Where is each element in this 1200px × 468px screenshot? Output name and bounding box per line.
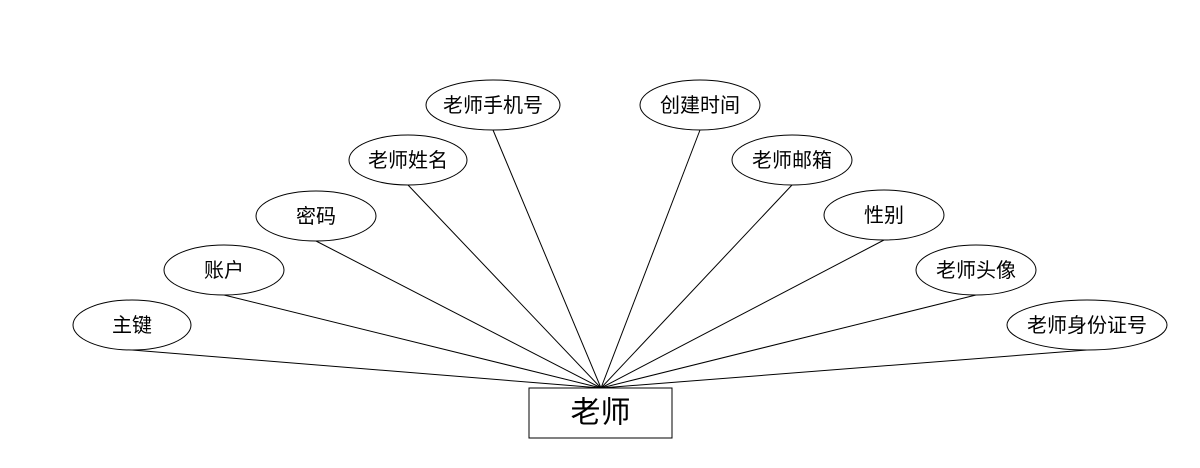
attribute-ellipse: [348, 134, 468, 186]
attribute-node: 账户: [163, 244, 285, 296]
entity-label: 老师: [571, 396, 631, 431]
attribute-label: 老师头像: [936, 258, 1016, 282]
connector-line: [600, 294, 977, 389]
connector-line: [492, 129, 602, 389]
connector-line: [131, 349, 602, 389]
attribute-node: 老师身份证号: [1006, 299, 1168, 351]
connector-line: [407, 184, 602, 389]
attribute-label: 主键: [112, 313, 152, 337]
attribute-ellipse: [72, 299, 192, 351]
connector-line: [600, 239, 885, 389]
attribute-ellipse: [915, 244, 1037, 296]
connector-line: [315, 240, 602, 389]
attribute-label: 密码: [296, 204, 336, 228]
attribute-label: 性别: [864, 203, 904, 227]
attribute-label: 老师身份证号: [1027, 313, 1147, 337]
attribute-node: 老师头像: [915, 244, 1037, 296]
attribute-label: 创建时间: [660, 93, 740, 117]
attribute-label: 老师姓名: [368, 148, 448, 172]
attribute-node: 老师姓名: [348, 134, 468, 186]
attribute-label: 账户: [204, 258, 244, 282]
attribute-ellipse: [255, 190, 377, 242]
attribute-ellipse: [823, 189, 945, 241]
attribute-node: 老师手机号: [425, 79, 561, 131]
attribute-node: 创建时间: [639, 79, 761, 131]
attribute-ellipse: [163, 244, 285, 296]
attribute-label: 老师手机号: [443, 93, 543, 117]
attribute-ellipse: [425, 79, 561, 131]
attribute-ellipse: [639, 79, 761, 131]
attribute-label: 老师邮箱: [752, 148, 832, 172]
connector-line: [223, 294, 602, 389]
attribute-ellipse: [731, 134, 853, 186]
attribute-node: 密码: [255, 190, 377, 242]
entity-rect: [528, 387, 673, 439]
connector-lines: [131, 129, 1088, 389]
connector-line: [600, 129, 701, 389]
attribute-node: 性别: [823, 189, 945, 241]
attribute-node: 主键: [72, 299, 192, 351]
attribute-ellipse: [1006, 299, 1168, 351]
attribute-node: 老师邮箱: [731, 134, 853, 186]
connector-line: [600, 184, 793, 389]
entity-box: 老师: [528, 387, 673, 439]
connector-line: [600, 349, 1088, 389]
